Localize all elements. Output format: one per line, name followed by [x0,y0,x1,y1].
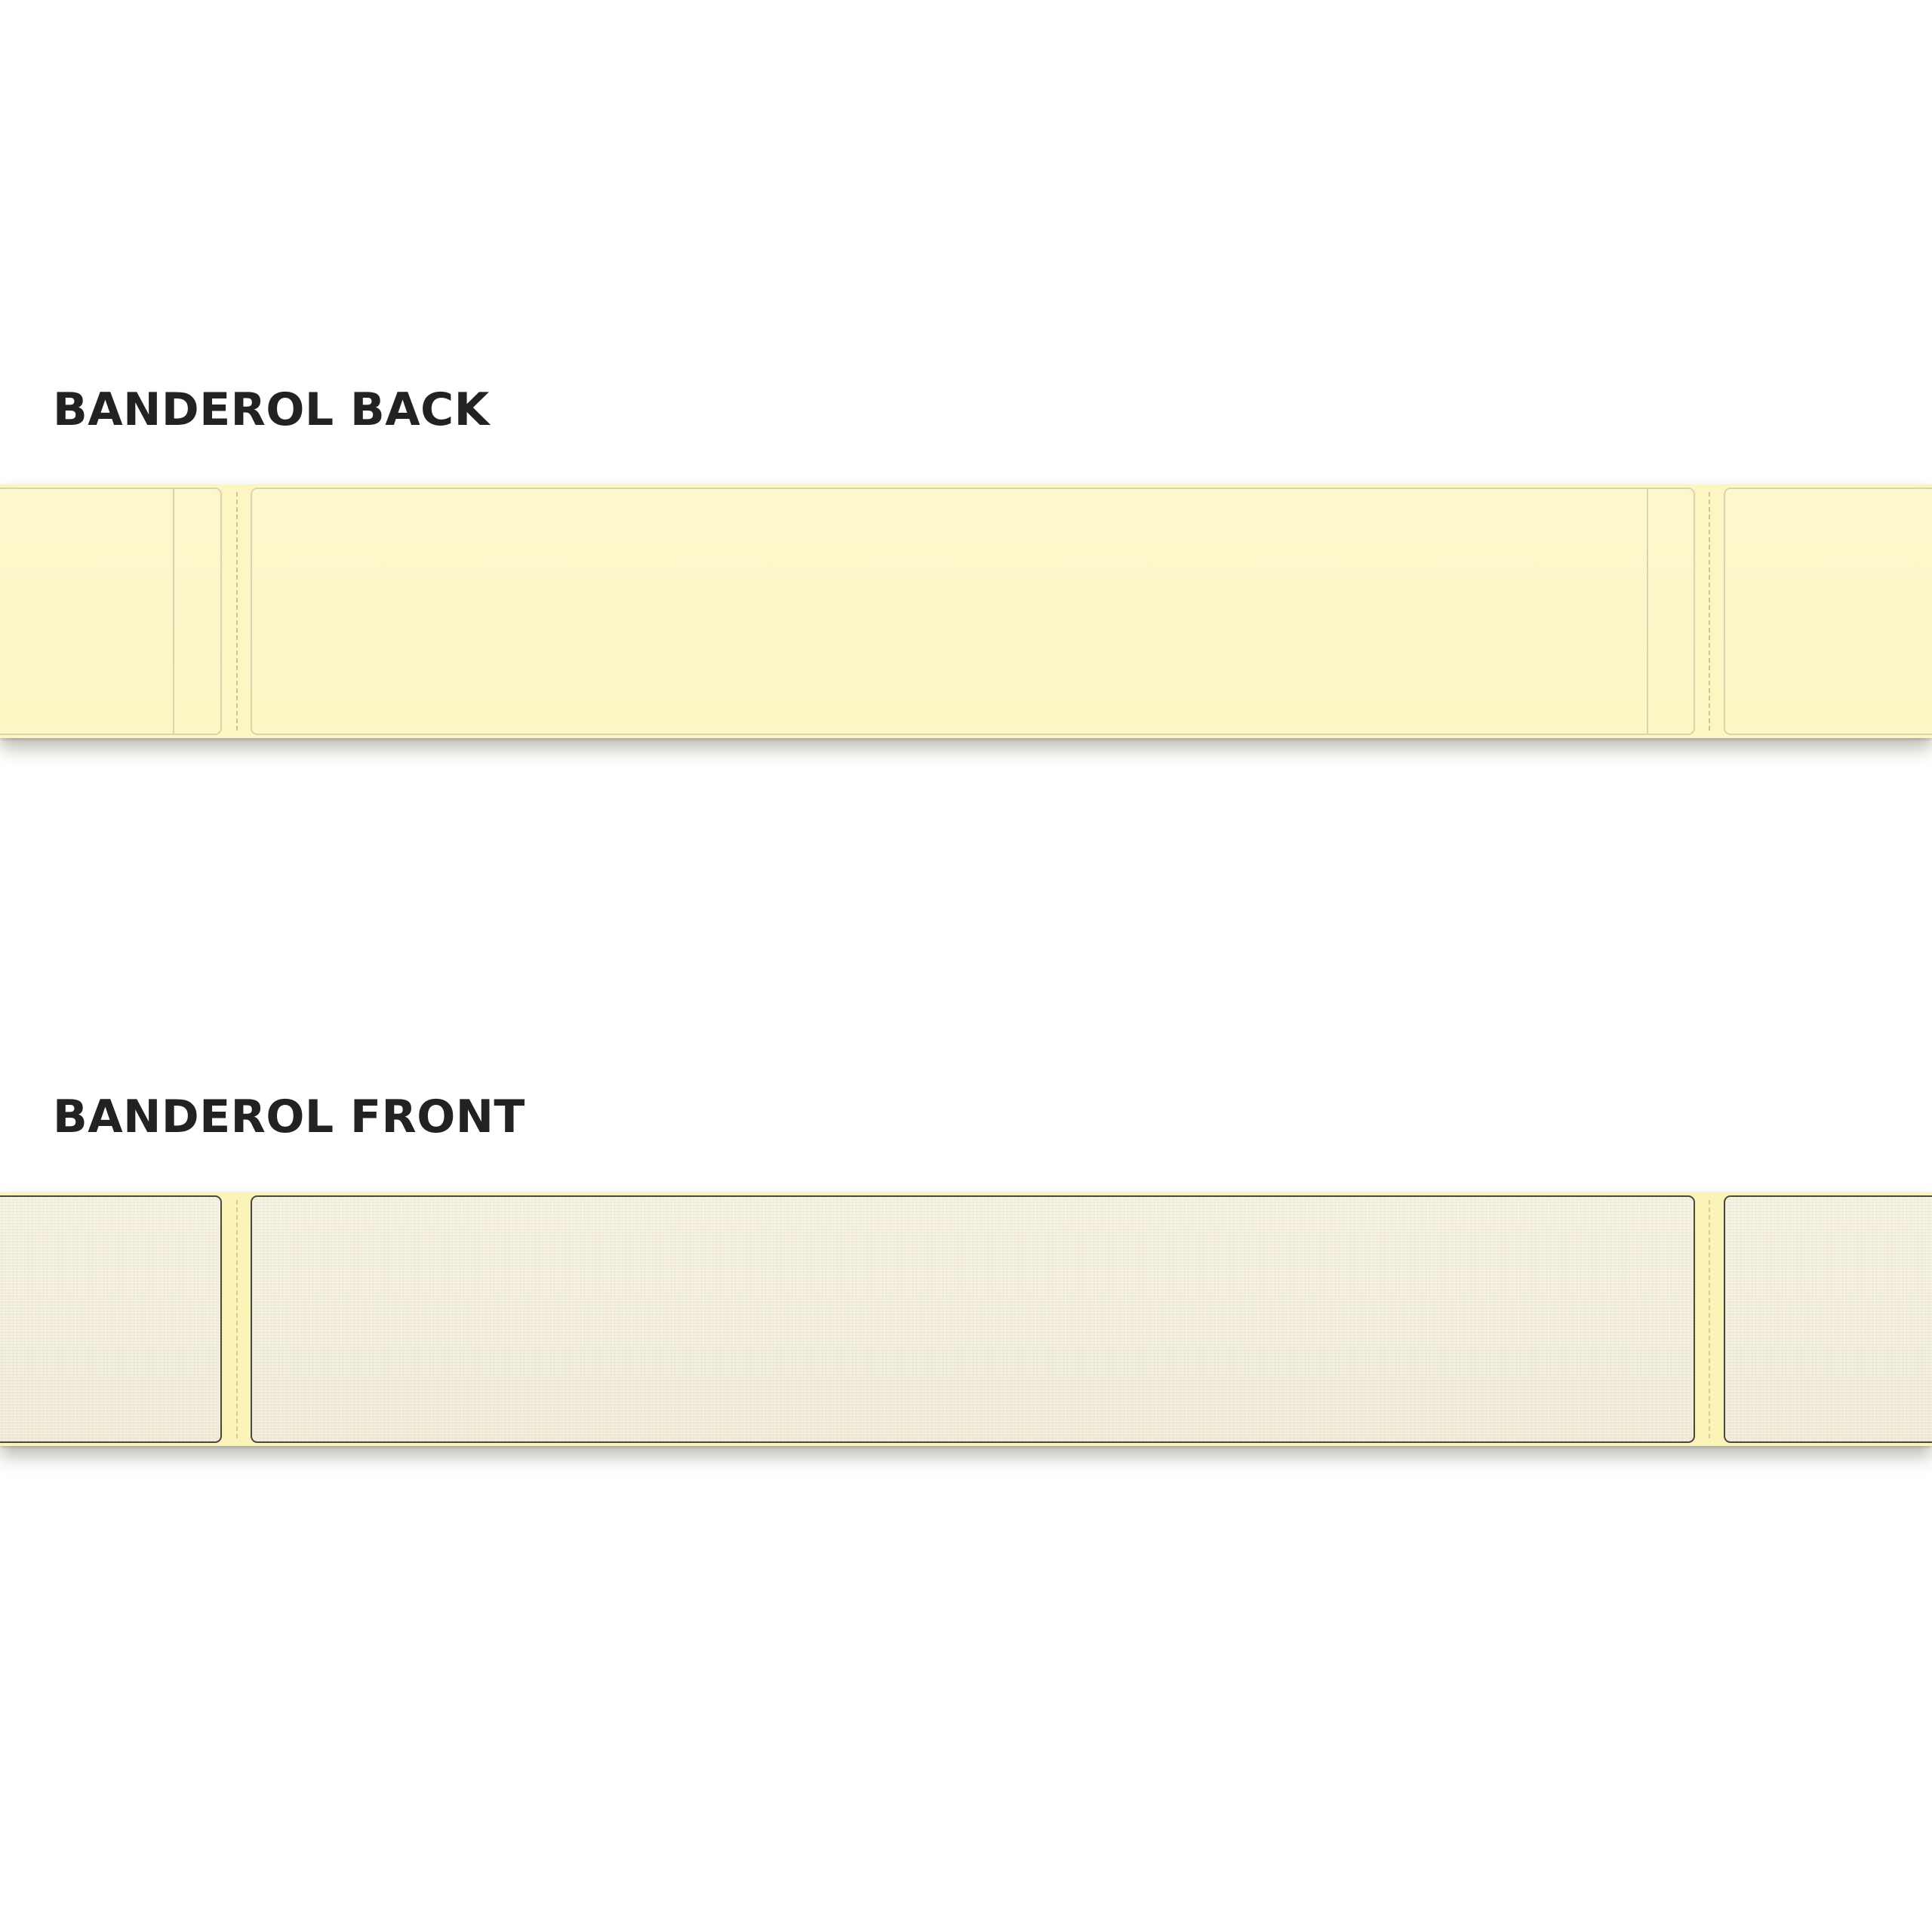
front-right-panel [1724,1195,1932,1443]
back-right-panel [1724,488,1932,735]
back-left-panel [0,488,222,735]
back-fold-line-left [173,488,174,735]
front-left-panel [0,1195,222,1443]
front-perforation-left [236,1200,238,1438]
back-fold-line-right [1647,488,1648,735]
back-center-panel [251,488,1695,735]
banderol-front-strip [0,1192,1932,1446]
back-perforation-left [236,492,238,731]
banderol-back-title: BANDEROL BACK [53,383,490,436]
back-perforation-right [1709,492,1710,731]
banderol-front-title: BANDEROL FRONT [53,1091,525,1143]
front-center-panel [251,1195,1695,1443]
banderol-back-strip [0,485,1932,738]
front-perforation-right [1709,1200,1710,1438]
